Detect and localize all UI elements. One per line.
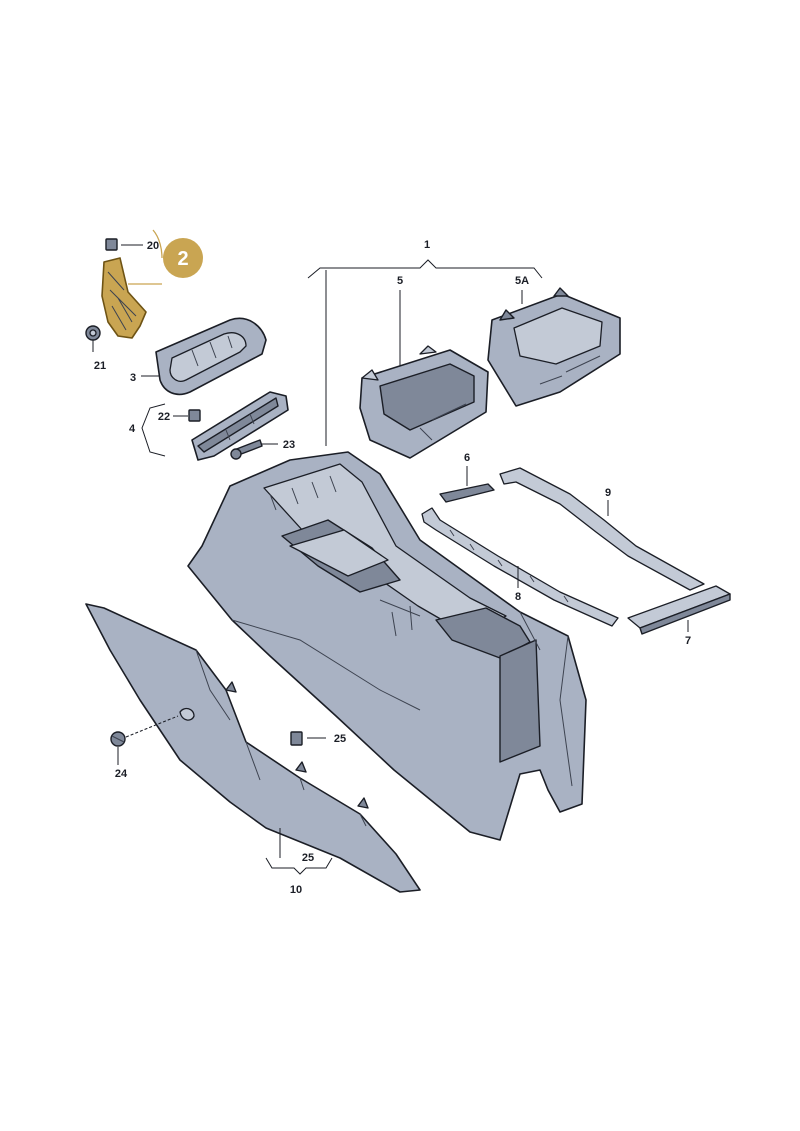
callout-9: 9 — [605, 487, 611, 499]
badge-2[interactable]: 2 — [163, 238, 203, 278]
part-3-frame[interactable] — [155, 317, 267, 396]
bracket-4 — [141, 403, 166, 457]
part-23-screw[interactable] — [230, 439, 263, 460]
callout-22: 22 — [158, 411, 170, 423]
callout-25-upper: 25 — [334, 733, 346, 745]
part-6-strip[interactable] — [439, 483, 495, 503]
callout-7: 7 — [685, 635, 691, 647]
callout-20: 20 — [147, 240, 159, 252]
callout-25-lower: 25 — [302, 852, 314, 864]
callout-8: 8 — [515, 591, 521, 603]
callout-1: 1 — [424, 239, 430, 251]
part-1-center-console[interactable] — [187, 451, 587, 841]
callout-10: 10 — [290, 884, 302, 896]
callout-3: 3 — [130, 372, 136, 384]
part-2-bracket[interactable] — [101, 257, 147, 339]
part-22-clip[interactable] — [188, 409, 201, 422]
part-21-nut[interactable] — [85, 325, 101, 341]
bracket-10 — [265, 857, 333, 875]
callout-6: 6 — [464, 452, 470, 464]
part-25-clip-upper[interactable] — [290, 731, 303, 746]
part-9-trim[interactable] — [499, 467, 705, 591]
part-5a-storage-tray[interactable] — [487, 287, 621, 407]
part-7-plate[interactable] — [627, 585, 731, 635]
bracket-2-upper — [152, 229, 163, 259]
callout-24: 24 — [115, 768, 128, 780]
bracket-1 — [307, 259, 543, 279]
part-5-storage-tray[interactable] — [359, 345, 489, 459]
part-4-rail[interactable] — [191, 391, 289, 461]
callout-21: 21 — [94, 360, 106, 372]
part-20-clip[interactable] — [105, 238, 118, 251]
callout-4: 4 — [129, 423, 136, 435]
leader-24 — [125, 715, 179, 738]
callout-5: 5 — [397, 275, 403, 287]
part-8-trim-frame[interactable] — [421, 507, 619, 627]
callout-23: 23 — [283, 439, 295, 451]
part-24-screw[interactable] — [110, 731, 126, 747]
callout-5a: 5A — [515, 275, 529, 287]
badge-2-label: 2 — [177, 248, 188, 270]
part-10-side-panel[interactable] — [85, 603, 421, 893]
